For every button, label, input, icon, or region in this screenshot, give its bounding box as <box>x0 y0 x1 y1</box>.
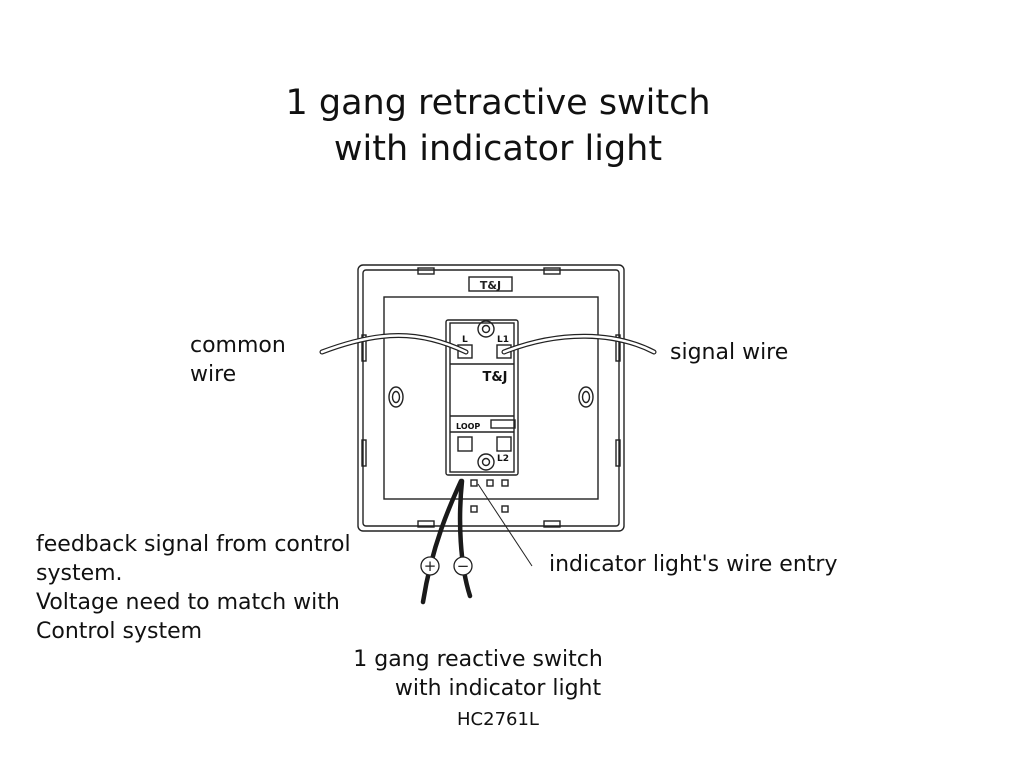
terminal-screw-bottom <box>477 453 495 471</box>
feedback-note-line-1: feedback signal from control <box>36 532 351 557</box>
plate-notch <box>543 267 561 275</box>
terminal-loop-clamp <box>457 436 473 452</box>
indicator-entry-label: indicator light's wire entry <box>549 550 837 579</box>
product-caption: 1 gang reactive switch with indicator li… <box>300 645 656 703</box>
feedback-note: feedback signal from control system. Vol… <box>36 530 351 646</box>
brand-plate-text: T&J <box>480 279 501 292</box>
polarity-minus-text: − <box>457 557 470 575</box>
terminal-l2-label: L2 <box>497 454 509 464</box>
signal-wire <box>501 333 657 355</box>
module-foot <box>470 505 478 513</box>
polarity-plus-text: + <box>424 557 437 575</box>
signal-wire-label: signal wire <box>670 338 788 367</box>
common-wire-label-line-2: wire <box>190 362 237 387</box>
signal-wire-label-text: signal wire <box>670 340 789 365</box>
terminal-loop-label: LOOP <box>456 422 480 431</box>
brand-module-text: T&J <box>482 370 507 385</box>
caption-line-1: 1 gang reactive switch <box>353 647 603 672</box>
polarity-minus-symbol: − <box>453 556 473 576</box>
outer-plate <box>357 264 625 532</box>
indicator-wire-negative <box>457 478 473 599</box>
model-number-text: HC2761L <box>457 709 539 730</box>
terminal-l-clamp <box>457 344 473 359</box>
screw-hole-right <box>578 386 594 408</box>
feedback-note-line-4: Control system <box>36 619 203 644</box>
module-foot <box>470 479 478 487</box>
screw-hole-left <box>388 386 404 408</box>
polarity-plus-symbol: + <box>420 556 440 576</box>
module-foot <box>486 479 494 487</box>
caption-line-2: with indicator light <box>394 676 602 701</box>
plate-side-slot <box>615 334 621 362</box>
switch-module-inner <box>449 322 515 473</box>
switch-module <box>445 319 519 476</box>
common-wire <box>319 333 469 355</box>
indicator-entry-leader <box>477 483 533 567</box>
plate-notch <box>543 520 561 528</box>
indicator-entry-label-text: indicator light's wire entry <box>549 552 838 577</box>
model-number: HC2761L <box>400 708 596 732</box>
common-wire-label-line-1: common <box>190 333 286 358</box>
plate-notch <box>417 267 435 275</box>
plate-notch <box>417 520 435 528</box>
feedback-note-line-2: system. <box>36 561 123 586</box>
plate-side-slot <box>361 334 367 362</box>
brand-plate-box <box>468 276 513 292</box>
plate-side-slot <box>615 439 621 467</box>
terminal-l2-clamp <box>496 436 512 452</box>
title-line-2: with indicator light <box>333 129 663 169</box>
indicator-wire-positive <box>420 478 464 605</box>
module-foot <box>501 505 509 513</box>
title-line-1: 1 gang retractive switch <box>285 83 711 123</box>
indicator-wires <box>420 478 473 605</box>
inner-frame <box>383 296 599 500</box>
common-wire-label: common wire <box>190 331 286 389</box>
module-foot <box>501 479 509 487</box>
plate-side-slot <box>361 439 367 467</box>
module-direction-marker <box>490 419 516 429</box>
outer-plate-inner-edge <box>362 269 620 527</box>
terminal-l-label: L <box>462 335 468 345</box>
terminal-screw-top <box>477 320 495 338</box>
feedback-note-line-3: Voltage need to match with <box>36 590 340 615</box>
terminal-l1-label: L1 <box>497 335 509 345</box>
diagram-title: 1 gang retractive switch with indicator … <box>200 80 796 172</box>
